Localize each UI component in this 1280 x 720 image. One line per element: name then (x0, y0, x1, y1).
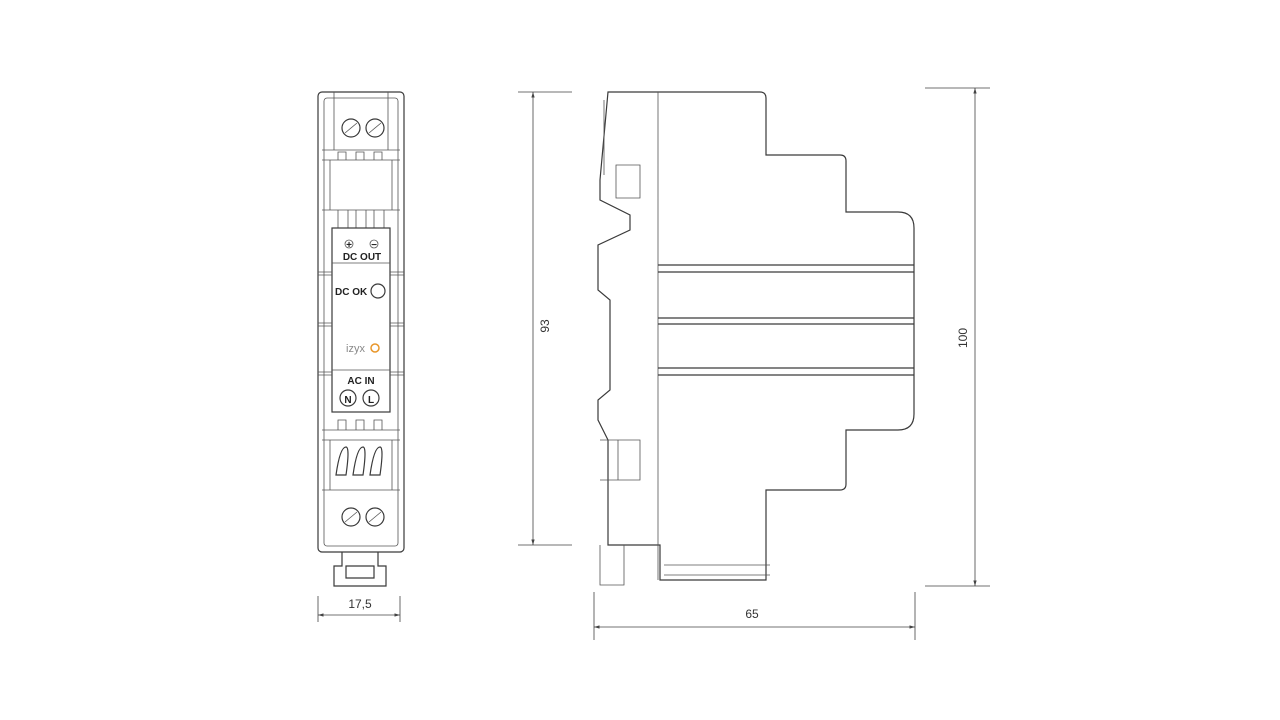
din-clip (333, 552, 387, 587)
side-body-outline (597, 91, 915, 581)
dim-width-front: 17,5 (348, 597, 372, 611)
ac-in-label: AC IN (347, 376, 374, 387)
logo-accent-icon (370, 343, 380, 353)
top-terminal-screws (341, 118, 385, 138)
dc-ok-led (370, 283, 386, 299)
front-body-outline (317, 91, 405, 553)
dim-height-total: 100 (956, 328, 970, 348)
bottom-terminal-screws (341, 507, 385, 527)
dc-out-label: DC OUT (343, 252, 381, 263)
live-label: L (368, 395, 374, 406)
minus-symbol: − (371, 240, 377, 251)
dim-depth: 65 (745, 607, 759, 621)
dimensions: 93 100 17,5 65 (317, 87, 990, 640)
plus-symbol: + (346, 240, 352, 251)
neutral-label: N (344, 395, 351, 406)
brand-logo: izyx (346, 343, 365, 355)
label-panel (331, 227, 391, 413)
dc-ok-label: DC OK (335, 287, 368, 298)
front-view: + − DC OUT DC OK izyx AC IN N L (317, 91, 405, 587)
vent-slots (335, 446, 383, 476)
dim-height-body: 93 (538, 319, 552, 333)
side-view (597, 91, 915, 586)
